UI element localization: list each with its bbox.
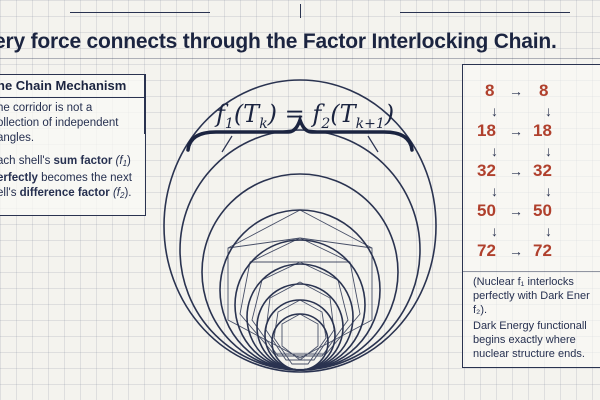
interlock-equation: f1(Tk) = f2(Tk+1) <box>216 100 395 132</box>
top-tick <box>300 4 302 18</box>
panel-heading: he Chain Mechanism <box>0 78 127 93</box>
shell-polygon-5 <box>273 299 327 365</box>
chain-down-arrow: ↓ <box>491 223 498 239</box>
page-title: ery force connects through the Factor In… <box>0 30 557 53</box>
chain-right-value: 32 <box>533 161 552 180</box>
shell-circle-2 <box>201 173 399 371</box>
panel-paragraph-2: ach shell's sum factor (f1) erfectly bec… <box>0 155 132 200</box>
curly-brace <box>186 114 414 152</box>
chain-left-value: 8 <box>485 81 495 100</box>
top-left-rule <box>70 12 210 14</box>
chain-right-arrow: → <box>509 123 523 139</box>
chain-right-value: 18 <box>533 121 552 140</box>
left-panel-connector <box>144 74 146 134</box>
chain-right-value: 8 <box>539 81 549 100</box>
top-right-rule <box>400 12 570 14</box>
chain-right-arrow: → <box>509 83 523 99</box>
chain-down-arrow: ↓ <box>545 103 552 119</box>
factor-chain-panel: 8 → 8 ↓ ↓ 18 → 18 ↓ ↓ 32 → 32 ↓ ↓ 50 → 5… <box>462 64 600 368</box>
outer-circle <box>163 79 437 373</box>
nuclear-interlock-note: (Nuclear f₁ interlocks perfectly with Da… <box>473 276 590 316</box>
chain-left-value: 50 <box>477 201 496 220</box>
dark-energy-note: Dark Energy functionall begins exactly w… <box>473 320 587 360</box>
shell-circle-8 <box>271 313 329 371</box>
chain-left-value: 72 <box>477 241 496 260</box>
panel-paragraph-1: he corridor is not a ollection of indepe… <box>0 102 119 144</box>
chain-down-arrow: ↓ <box>545 183 552 199</box>
chain-right-value: 50 <box>533 201 552 220</box>
chain-down-arrow: ↓ <box>545 143 552 159</box>
chain-down-arrow: ↓ <box>491 143 498 159</box>
chain-mechanism-panel: he Chain Mechanism he corridor is not a … <box>0 74 146 216</box>
shell-polygon-6 <box>281 313 319 361</box>
right-panel-divider <box>463 271 600 272</box>
shell-polygon-2 <box>239 237 361 355</box>
chain-down-arrow: ↓ <box>545 223 552 239</box>
shell-circle-6 <box>256 283 344 371</box>
chain-right-arrow: → <box>509 243 523 259</box>
shell-circle-1 <box>179 129 421 371</box>
chain-left-value: 18 <box>477 121 496 140</box>
panel-body: he corridor is not a ollection of indepe… <box>0 101 157 211</box>
chain-down-arrow: ↓ <box>491 103 498 119</box>
chain-right-value: 72 <box>533 241 552 260</box>
chain-left-value: 32 <box>477 161 496 180</box>
shell-polygon-3 <box>251 261 349 357</box>
shell-circle-3 <box>219 209 381 371</box>
chain-right-arrow: → <box>509 203 523 219</box>
chain-down-arrow: ↓ <box>491 183 498 199</box>
chain-right-arrow: → <box>509 163 523 179</box>
title-underline <box>0 58 600 59</box>
panel-divider <box>0 97 145 98</box>
